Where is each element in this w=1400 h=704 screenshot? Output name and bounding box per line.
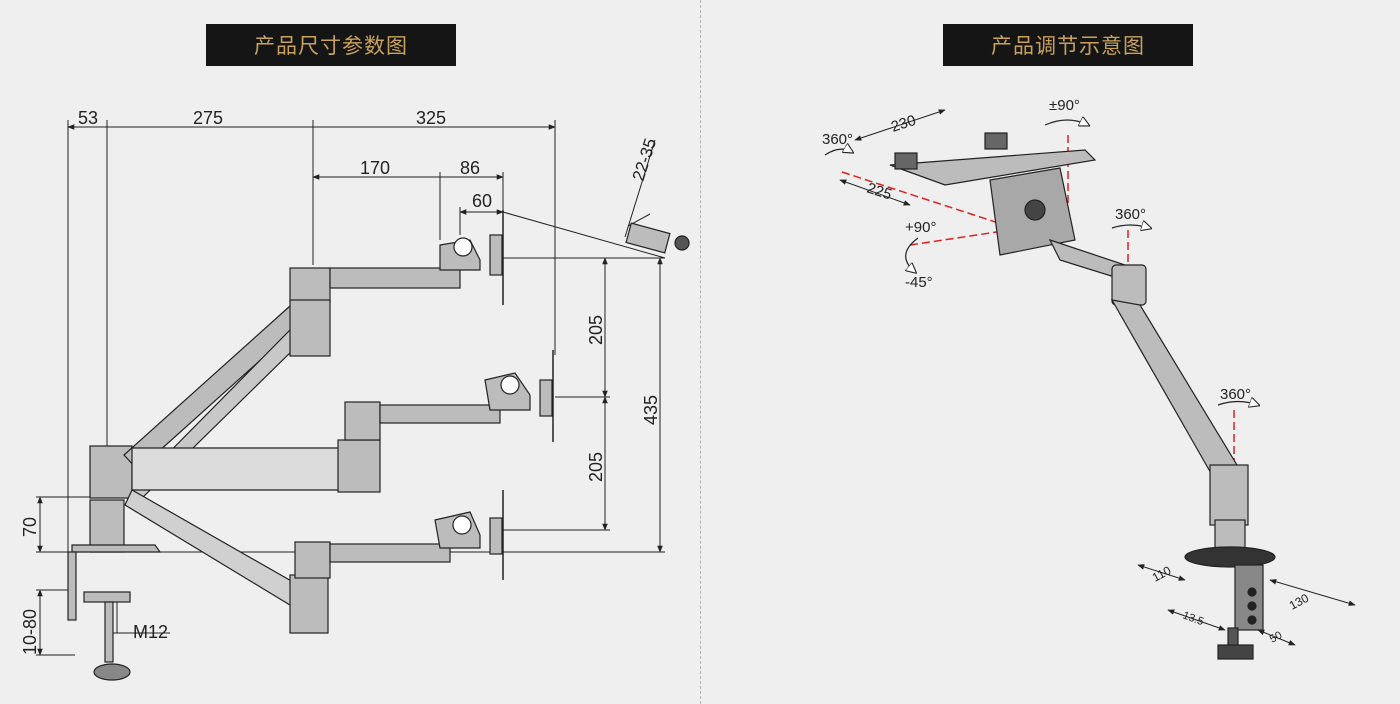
dim-170: 170 xyxy=(360,158,390,178)
rot-joint2-label: 360° xyxy=(1220,386,1251,403)
dim-50: 50 xyxy=(1268,629,1284,645)
dim-205-bottom: 205 xyxy=(586,452,606,482)
arm-lower-position xyxy=(124,489,504,634)
dim-230: 230 xyxy=(889,112,918,136)
dim-86: 86 xyxy=(460,158,480,178)
dim-13-5: 13.5 xyxy=(1181,610,1205,629)
dim-130: 130 xyxy=(1287,591,1312,613)
dim-70: 70 xyxy=(20,517,40,537)
dimension-drawing xyxy=(36,120,665,656)
rot-plate-label: 360° xyxy=(822,131,853,148)
adjustment-drawing: 360° ±90° 230 225 +90° -45° 360° 360° 11… xyxy=(822,97,1356,660)
adjustment-diagram-title: 产品调节示意图 xyxy=(943,24,1193,66)
dimension-diagram-title: 产品尺寸参数图 xyxy=(206,24,456,66)
arm-upper-position xyxy=(89,210,690,553)
dim-205-top: 205 xyxy=(586,315,606,345)
dim-10-80: 10-80 xyxy=(20,609,40,655)
dim-60: 60 xyxy=(472,191,492,211)
dim-275: 275 xyxy=(193,108,223,128)
dim-325: 325 xyxy=(416,108,446,128)
tilt-pm90-label: ±90° xyxy=(1049,97,1080,114)
dim-53: 53 xyxy=(78,108,98,128)
dim-225: 225 xyxy=(865,180,894,204)
arm-middle-position xyxy=(131,350,554,493)
rot-joint1-label: 360° xyxy=(1115,206,1146,223)
tilt-up-label: +90° xyxy=(905,219,936,236)
dim-110: 110 xyxy=(1150,563,1174,584)
dim-m12: M12 xyxy=(133,622,168,642)
dim-435: 435 xyxy=(641,395,661,425)
tilt-down-label: -45° xyxy=(905,274,933,291)
center-divider xyxy=(700,0,701,704)
desk-clamp xyxy=(67,544,162,681)
dim-22-35: 22-35 xyxy=(629,136,661,183)
